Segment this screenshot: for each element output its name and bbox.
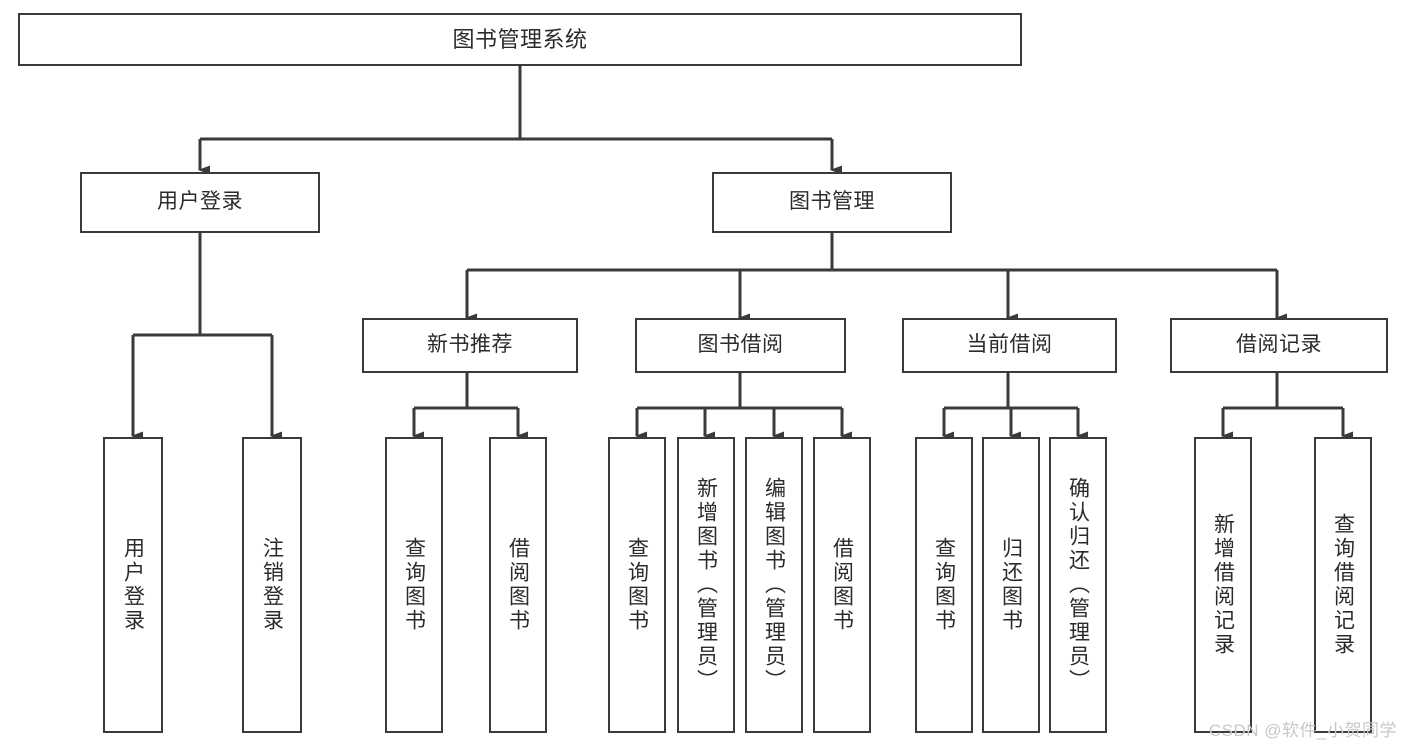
node-root-system[interactable]: 图书管理系统 xyxy=(18,13,1022,66)
node-label: 图书借阅 xyxy=(697,333,784,357)
node-label: 归还图书 xyxy=(999,537,1023,633)
node-label: 当前借阅 xyxy=(966,333,1053,357)
node-leaf-borrow-book-recommend[interactable]: 借阅图书 xyxy=(489,437,547,733)
node-leaf-edit-book-admin[interactable]: 编辑图书（管理员） xyxy=(745,437,803,733)
node-label: 借阅图书 xyxy=(830,537,854,633)
node-label: 查询借阅记录 xyxy=(1331,513,1355,657)
node-new-book-recommend[interactable]: 新书推荐 xyxy=(362,318,578,373)
node-label: 注销登录 xyxy=(260,537,284,633)
node-leaf-query-borrow-record[interactable]: 查询借阅记录 xyxy=(1314,437,1372,733)
node-user-login[interactable]: 用户登录 xyxy=(80,172,320,233)
node-book-borrow[interactable]: 图书借阅 xyxy=(635,318,846,373)
node-leaf-confirm-return-admin[interactable]: 确认归还（管理员） xyxy=(1049,437,1107,733)
node-borrow-records[interactable]: 借阅记录 xyxy=(1170,318,1388,373)
node-label: 查询图书 xyxy=(402,537,426,633)
node-label: 新书推荐 xyxy=(427,333,513,357)
node-leaf-query-book-recommend[interactable]: 查询图书 xyxy=(385,437,443,733)
node-label: 查询图书 xyxy=(625,537,649,633)
node-label: 借阅记录 xyxy=(1236,333,1322,357)
node-label: 用户登录 xyxy=(121,537,145,633)
node-leaf-user-login[interactable]: 用户登录 xyxy=(103,437,163,733)
node-label: 查询图书 xyxy=(932,537,956,633)
node-leaf-return-book[interactable]: 归还图书 xyxy=(982,437,1040,733)
node-leaf-add-borrow-record[interactable]: 新增借阅记录 xyxy=(1194,437,1252,733)
node-label: 图书管理 xyxy=(789,190,875,214)
node-label: 新增图书（管理员） xyxy=(694,477,718,693)
csdn-watermark: CSDN @软件_小贺同学 xyxy=(1208,721,1397,740)
node-label: 确认归还（管理员） xyxy=(1066,477,1090,693)
node-label: 借阅图书 xyxy=(506,537,530,633)
node-label: 用户登录 xyxy=(157,190,243,214)
node-label: 图书管理系统 xyxy=(452,26,588,52)
node-book-management[interactable]: 图书管理 xyxy=(712,172,952,233)
node-leaf-query-book-current[interactable]: 查询图书 xyxy=(915,437,973,733)
node-label: 编辑图书（管理员） xyxy=(762,477,786,693)
node-leaf-borrow-book[interactable]: 借阅图书 xyxy=(813,437,871,733)
node-current-borrow[interactable]: 当前借阅 xyxy=(902,318,1117,373)
node-label: 新增借阅记录 xyxy=(1211,513,1235,657)
node-leaf-add-book-admin[interactable]: 新增图书（管理员） xyxy=(677,437,735,733)
node-leaf-logout[interactable]: 注销登录 xyxy=(242,437,302,733)
node-leaf-query-book[interactable]: 查询图书 xyxy=(608,437,666,733)
